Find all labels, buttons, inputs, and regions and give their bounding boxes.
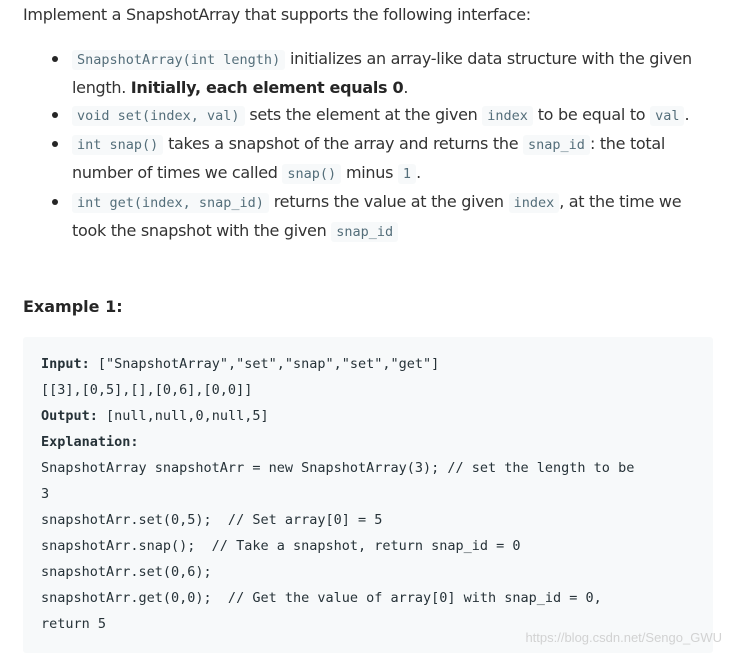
inline-code: snap_id bbox=[331, 222, 399, 242]
inline-code: snap() bbox=[282, 164, 342, 184]
item-text: . bbox=[416, 163, 421, 182]
item-text: . bbox=[403, 78, 409, 97]
item-bold-text: Initially, each element equals 0 bbox=[130, 78, 404, 97]
list-item: int snap() takes a snapshot of the array… bbox=[48, 130, 718, 188]
code-line: snapshotArr.get(0,0); // Get the value o… bbox=[41, 590, 602, 606]
item-text: sets the element at the given bbox=[244, 105, 483, 124]
code-line: 3 bbox=[41, 486, 50, 502]
item-text: initializes an array-like data structure… bbox=[72, 49, 692, 97]
intro-text: Implement a SnapshotArray that supports … bbox=[23, 5, 531, 24]
inline-code: snap_id bbox=[523, 135, 590, 155]
code-line: SnapshotArray snapshotArr = new Snapshot… bbox=[41, 460, 635, 476]
code-line: return 5 bbox=[41, 616, 107, 632]
item-text: , at the time we took the snapshot with … bbox=[72, 192, 682, 240]
inline-code: index bbox=[482, 106, 533, 126]
list-item: void set(index, val) sets the element at… bbox=[48, 101, 718, 130]
inline-code: index bbox=[508, 193, 560, 213]
item-text: minus bbox=[341, 163, 398, 182]
item-text: takes a snapshot of the array and return… bbox=[163, 134, 524, 153]
code-line: snapshotArr.set(0,5); // Set array[0] = … bbox=[41, 512, 383, 528]
input-line: Input: ["SnapshotArray","set","snap","se… bbox=[41, 351, 713, 377]
item-text: to be equal to bbox=[532, 105, 651, 124]
item-text: returns the value at the given bbox=[268, 192, 509, 211]
input-args-line: [[3],[0,5],[],[0,6],[0,0]] bbox=[41, 382, 253, 398]
code-line: snapshotArr.snap(); // Take a snapshot, … bbox=[41, 538, 521, 554]
list-item: SnapshotArray(int length) initializes an… bbox=[48, 45, 718, 101]
output-value: [null,null,0,null,5] bbox=[97, 408, 269, 424]
item-text: : the total number of times we called bbox=[72, 134, 666, 182]
inline-code: void set(index, val) bbox=[72, 106, 245, 126]
watermark: https://blog.csdn.net/Sengo_GWU bbox=[525, 630, 722, 645]
example-heading: Example 1: bbox=[23, 297, 123, 316]
inline-code: val bbox=[650, 106, 685, 126]
code-line: snapshotArr.set(0,6); bbox=[41, 564, 212, 580]
inline-code: SnapshotArray(int length) bbox=[72, 50, 286, 70]
output-line: Output: [null,null,0,null,5] bbox=[41, 403, 713, 429]
inline-code: int snap() bbox=[72, 135, 164, 155]
explanation-label: Explanation: bbox=[41, 434, 139, 450]
list-item: int get(index, snap_id) returns the valu… bbox=[48, 188, 718, 246]
inline-code: int get(index, snap_id) bbox=[72, 193, 269, 213]
example-code-block: Input: ["SnapshotArray","set","snap","se… bbox=[23, 337, 713, 653]
interface-list: SnapshotArray(int length) initializes an… bbox=[48, 45, 718, 246]
input-value: ["SnapshotArray","set","snap","set","get… bbox=[89, 356, 440, 372]
item-text: . bbox=[684, 105, 690, 124]
input-label: Input: bbox=[41, 356, 90, 372]
inline-code: 1 bbox=[397, 164, 417, 184]
output-label: Output: bbox=[41, 408, 98, 424]
